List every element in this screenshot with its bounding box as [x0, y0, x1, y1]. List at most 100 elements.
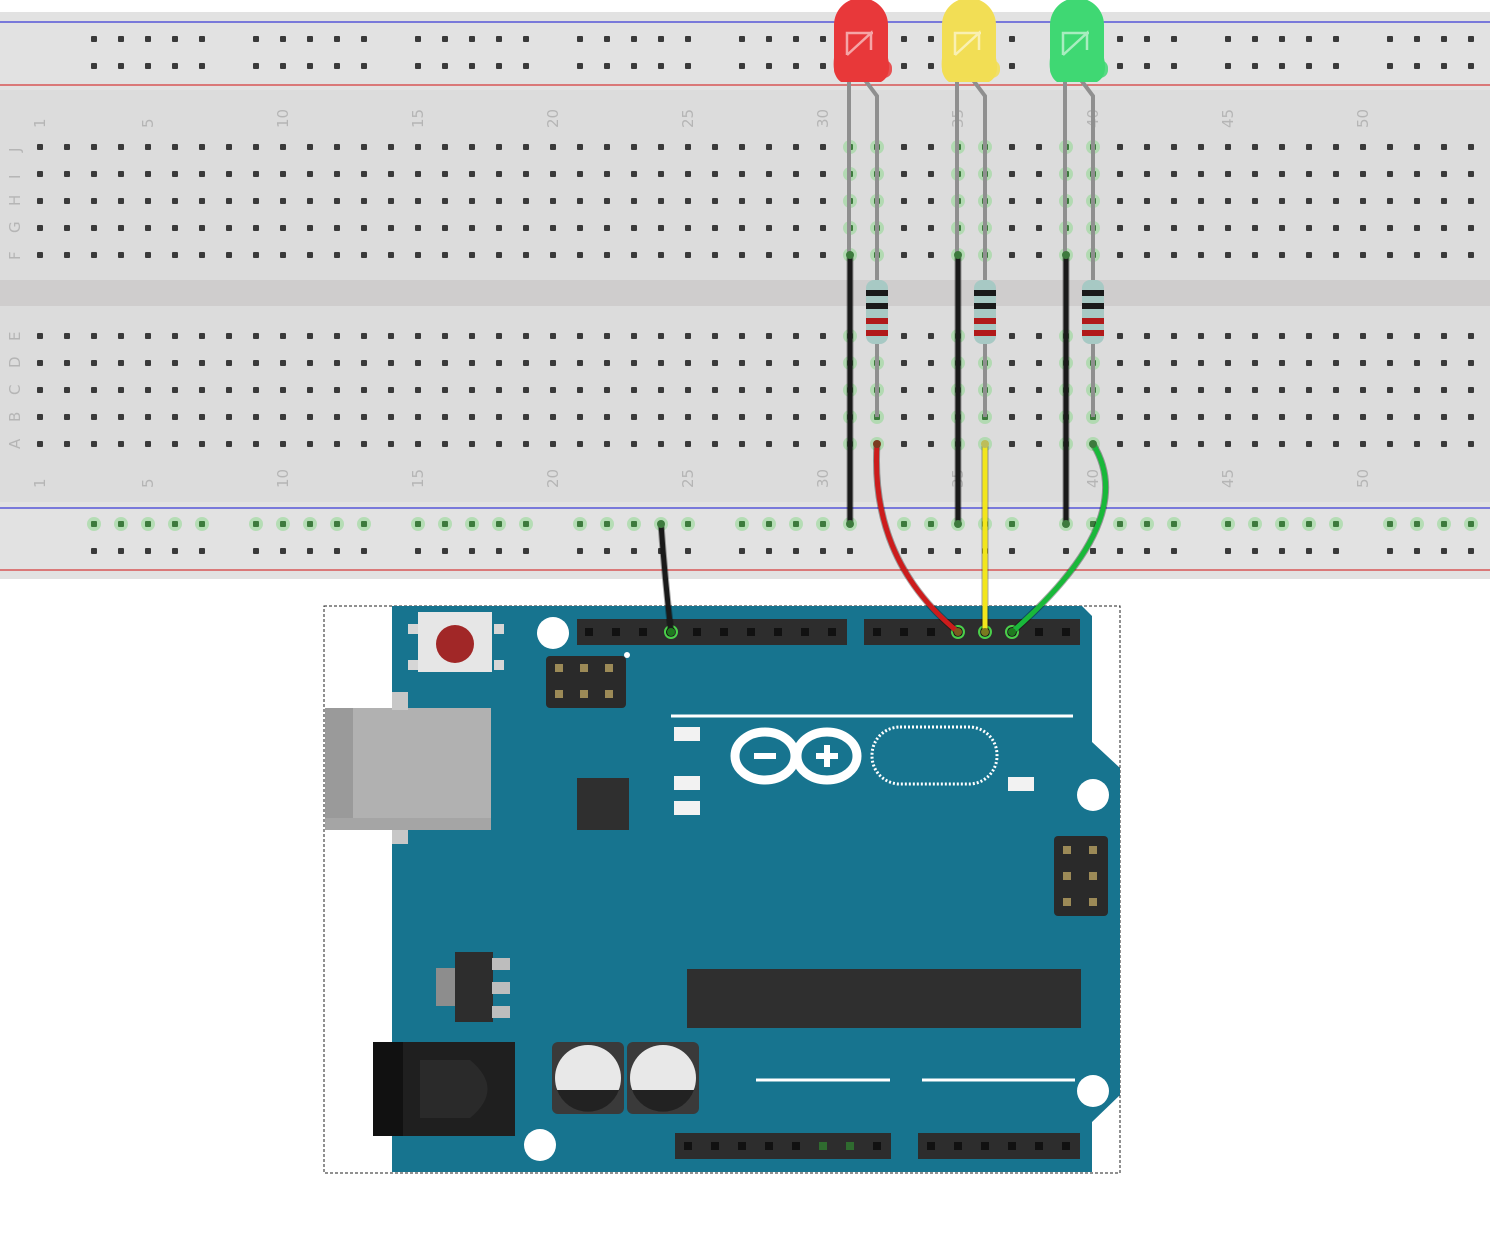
breadboard-hole [793, 171, 799, 177]
rail-hole [1171, 521, 1177, 527]
breadboard-hole [1198, 171, 1204, 177]
breadboard-hole [1225, 171, 1231, 177]
breadboard-hole [1198, 414, 1204, 420]
breadboard-hole [1009, 441, 1015, 447]
breadboard-hole [1387, 198, 1393, 204]
breadboard-hole [550, 441, 556, 447]
breadboard-hole [442, 333, 448, 339]
breadboard-hole [550, 225, 556, 231]
breadboard-hole [1468, 144, 1474, 150]
breadboard-hole [361, 144, 367, 150]
column-number-top: 15 [409, 109, 427, 128]
breadboard-hole [388, 414, 394, 420]
breadboard-hole [1279, 360, 1285, 366]
rail-hole [928, 36, 934, 42]
column-number-bottom: 25 [679, 469, 697, 488]
breadboard-hole [118, 360, 124, 366]
header-pin [828, 628, 836, 636]
rail-hole [1468, 63, 1474, 69]
breadboard-hole [793, 144, 799, 150]
breadboard-hole [226, 171, 232, 177]
led-rim [834, 60, 892, 78]
bottom-power-rail [0, 502, 1490, 579]
breadboard-hole [199, 225, 205, 231]
breadboard-hole [820, 414, 826, 420]
breadboard-hole [1225, 252, 1231, 258]
breadboard-hole [1333, 333, 1339, 339]
breadboard-hole [1252, 198, 1258, 204]
rail-hole [1441, 36, 1447, 42]
header-pin [693, 628, 701, 636]
breadboard-hole [901, 333, 907, 339]
breadboard-hole [145, 252, 151, 258]
breadboard-hole [577, 333, 583, 339]
led-rim [1050, 60, 1108, 78]
breadboard-hole [1387, 360, 1393, 366]
breadboard-hole [901, 144, 907, 150]
breadboard-hole [631, 171, 637, 177]
breadboard-hole [577, 387, 583, 393]
gnd-wire [658, 521, 674, 635]
rail-hole [1387, 63, 1393, 69]
rail-hole [901, 521, 907, 527]
breadboard-hole [226, 252, 232, 258]
breadboard-hole [361, 225, 367, 231]
breadboard-hole [1009, 387, 1015, 393]
breadboard-hole [145, 198, 151, 204]
breadboard-hole [1171, 414, 1177, 420]
breadboard-hole [496, 360, 502, 366]
rail-hole [145, 548, 151, 554]
breadboard-hole [1036, 387, 1042, 393]
rail-hole [280, 36, 286, 42]
breadboard-hole [685, 333, 691, 339]
wire-end [1089, 440, 1097, 448]
header-pin [1008, 1142, 1016, 1150]
column-number-bottom: 5 [139, 478, 157, 488]
column-number-top: 50 [1354, 109, 1372, 128]
breadboard-hole [685, 144, 691, 150]
breadboard-hole [37, 360, 43, 366]
breadboard-hole [1036, 198, 1042, 204]
breadboard-hole [901, 414, 907, 420]
column-number-top: 1 [31, 118, 49, 128]
header-pin [873, 1142, 881, 1150]
breadboard-hole [469, 387, 475, 393]
rail-hole [91, 548, 97, 554]
rail-hole [1468, 36, 1474, 42]
breadboard-hole [1225, 198, 1231, 204]
breadboard-hole [631, 414, 637, 420]
rail-hole [307, 521, 313, 527]
breadboard-hole [1414, 441, 1420, 447]
breadboard-hole [415, 198, 421, 204]
rail-hole [1252, 521, 1258, 527]
column-number-bottom: 40 [1084, 469, 1102, 488]
breadboard-hole [1225, 144, 1231, 150]
led-die [953, 30, 981, 56]
header-pin [1062, 1142, 1070, 1150]
usb-shade [325, 818, 491, 830]
breadboard-hole [226, 225, 232, 231]
breadboard-hole [739, 414, 745, 420]
rail-hole [91, 521, 97, 527]
rail-hole [1333, 521, 1339, 527]
breadboard-hole [1117, 171, 1123, 177]
breadboard-hole [1198, 441, 1204, 447]
breadboard-hole [1036, 225, 1042, 231]
wire-end [954, 520, 962, 528]
header-pin [900, 628, 908, 636]
breadboard-hole [577, 225, 583, 231]
rail-hole [928, 63, 934, 69]
breadboard-hole [604, 414, 610, 420]
breadboard-hole [199, 144, 205, 150]
breadboard-hole [1117, 387, 1123, 393]
led-leg-anode [1079, 78, 1095, 255]
breadboard-hole [253, 225, 259, 231]
column-number-bottom: 1 [31, 478, 49, 488]
breadboard-hole [1252, 333, 1258, 339]
breadboard-hole [766, 387, 772, 393]
red-led-wire [873, 441, 961, 635]
reset-button-leg [494, 660, 504, 670]
rail-hole [334, 548, 340, 554]
rail-hole [118, 521, 124, 527]
breadboard-hole [1144, 171, 1150, 177]
